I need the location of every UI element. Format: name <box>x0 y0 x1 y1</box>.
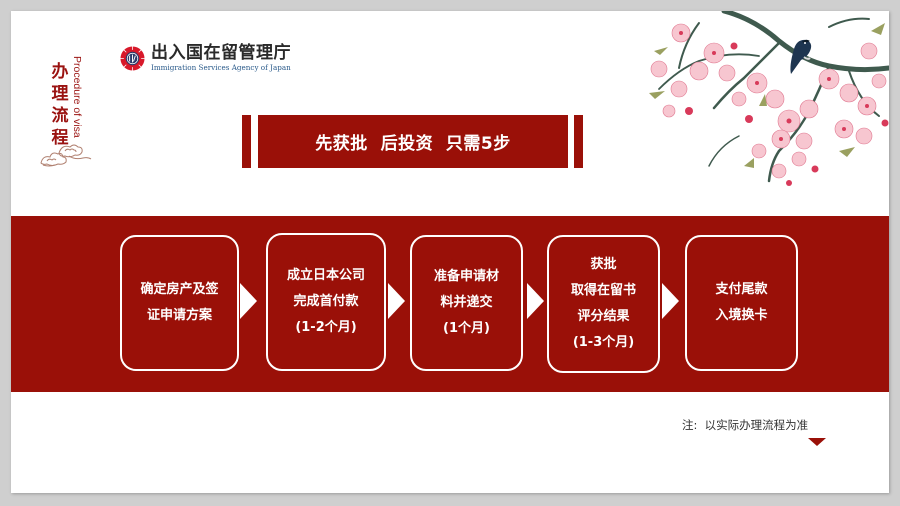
step-card-1: 确定房产及签 证申请方案 <box>120 235 239 371</box>
step-arrow-icon <box>527 283 544 319</box>
section-title-char: 理 <box>51 84 69 104</box>
section-title-char: 程 <box>51 128 69 148</box>
step-line: 取得在留书 <box>570 283 636 298</box>
section-title-char: 办 <box>51 62 69 82</box>
step-line: (1-3个月) <box>572 335 635 350</box>
auspicious-cloud-icon <box>40 144 92 167</box>
step-card-2: 成立日本公司 完成首付款 (1-2个月) <box>266 233 386 371</box>
step-line: 完成首付款 <box>293 294 359 309</box>
plum-blossom-bird-illustration <box>649 11 889 186</box>
step-card-3: 准备申请材 料并递交 (1个月) <box>410 235 523 371</box>
step-line: (1-2个月) <box>295 320 357 335</box>
agency-name-jp: 出入国在留管理庁 <box>151 43 291 63</box>
section-title-cn: 办 理 流 程 <box>49 61 71 149</box>
agency-logo: 出入国在留管理庁 Immigration Services Agency of … <box>120 44 291 73</box>
agency-emblem-icon <box>120 46 145 71</box>
section-title-en: Procedure of visa <box>71 56 83 138</box>
step-line: 证申请方案 <box>146 308 212 323</box>
section-title-char: 流 <box>51 106 69 126</box>
step-arrow-icon <box>240 283 257 319</box>
agency-name-en: Immigration Services Agency of Japan <box>151 63 291 72</box>
step-arrow-icon <box>662 283 679 319</box>
step-arrow-icon <box>388 283 405 319</box>
bird-icon <box>790 39 812 74</box>
step-line: (1个月) <box>443 321 490 336</box>
step-line: 入境换卡 <box>715 308 768 323</box>
process-band: 确定房产及签 证申请方案 成立日本公司 完成首付款 (1-2个月) 准备申请材 … <box>11 216 889 392</box>
step-line: 准备申请材 <box>433 269 499 284</box>
headline-banner: 先获批 后投资 只需5步 <box>258 115 568 168</box>
footnote: 注: 以实际办理流程为准 <box>682 418 809 432</box>
step-line: 支付尾款 <box>715 282 768 297</box>
step-line: 料并递交 <box>440 295 493 310</box>
banner-right-bar <box>574 115 583 168</box>
step-card-4: 获批 取得在留书 评分结果 (1-3个月) <box>547 235 660 373</box>
banner-left-bar <box>242 115 251 168</box>
step-line: 获批 <box>590 257 617 272</box>
triangle-down-icon <box>808 438 826 446</box>
slide: 办 理 流 程 Procedure of visa <box>11 11 889 493</box>
step-line: 确定房产及签 <box>140 282 219 297</box>
step-card-5: 支付尾款 入境换卡 <box>685 235 798 371</box>
step-line: 成立日本公司 <box>286 268 365 283</box>
step-line: 评分结果 <box>577 309 630 324</box>
